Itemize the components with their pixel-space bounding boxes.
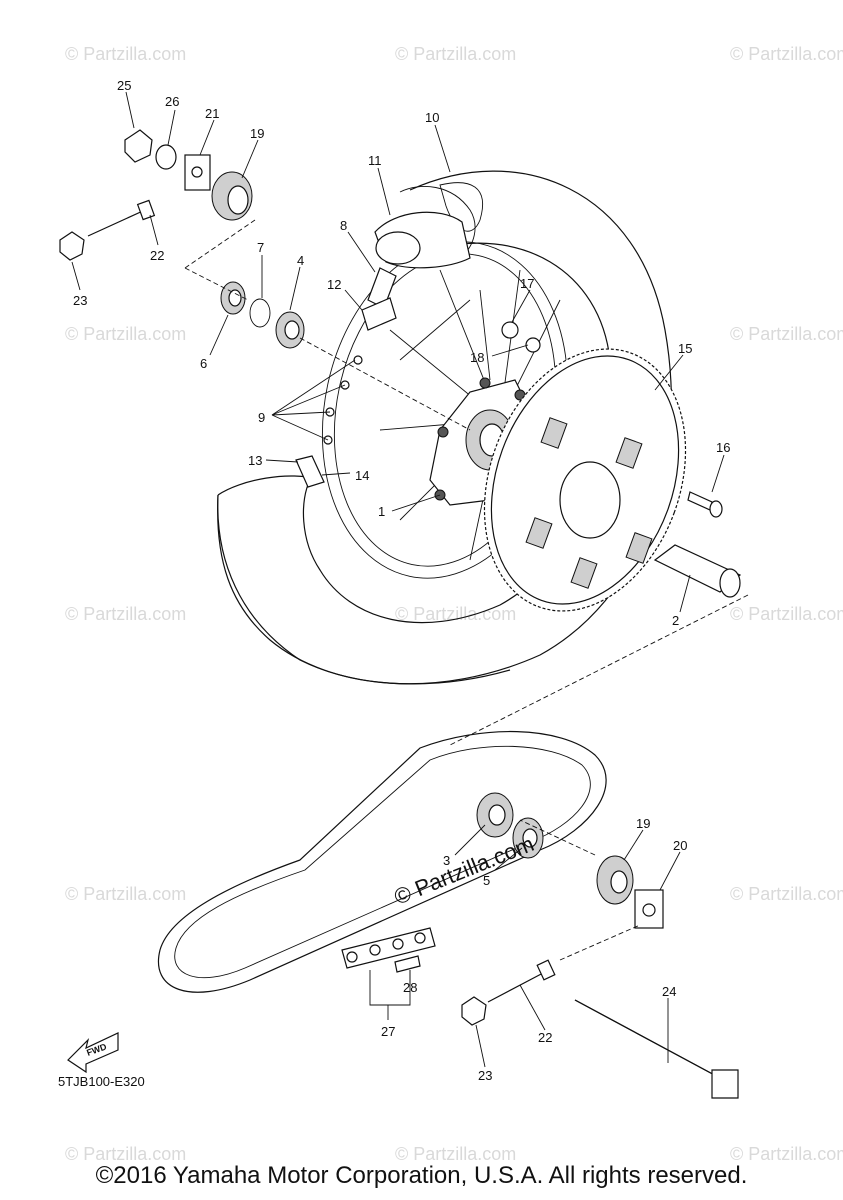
watermark: © Partzilla.com <box>395 604 516 624</box>
watermark: © Partzilla.com <box>65 324 186 344</box>
callout-22: 22 <box>150 248 164 263</box>
callout-19: 19 <box>250 126 264 141</box>
callout-26: 26 <box>165 94 179 109</box>
bearings-seal-upper <box>220 281 305 349</box>
watermark: © Partzilla.com <box>730 1144 843 1164</box>
callout-20: 20 <box>673 838 687 853</box>
tire <box>217 170 672 685</box>
center-watermark: © Partzilla.com <box>391 831 538 910</box>
callout-27: 27 <box>381 1024 395 1039</box>
callout-12: 12 <box>327 277 341 292</box>
callout-24: 24 <box>662 984 676 999</box>
chain-joint-27-28 <box>341 927 436 973</box>
callout-16: 16 <box>716 440 730 455</box>
callout-18: 18 <box>470 350 484 365</box>
callout-8: 8 <box>340 218 347 233</box>
callout-5: 5 <box>483 873 490 888</box>
callout-2: 2 <box>672 613 679 628</box>
watermark: © Partzilla.com <box>395 1144 516 1164</box>
watermark: © Partzilla.com <box>395 44 516 64</box>
callout-7: 7 <box>257 240 264 255</box>
callout-9: 9 <box>258 410 265 425</box>
spoke-nipples-part-9 <box>323 355 363 445</box>
watermark: © Partzilla.com <box>730 884 843 904</box>
callout-4: 4 <box>297 253 304 268</box>
lower-axle-hardware <box>461 959 739 1099</box>
valve-parts-13-14 <box>295 455 325 488</box>
watermark: © Partzilla.com <box>65 604 186 624</box>
callout-28: 28 <box>403 980 417 995</box>
callout-21: 21 <box>205 106 219 121</box>
callout-25: 25 <box>117 78 131 93</box>
rim-lock-part-12 <box>361 297 397 331</box>
callout-23: 23 <box>73 293 87 308</box>
leader-lines-lower <box>369 819 681 1068</box>
callout-23b: 23 <box>478 1068 492 1083</box>
watermark: © Partzilla.com <box>65 884 186 904</box>
watermark: © Partzilla.com <box>65 1144 186 1164</box>
callout-19b: 19 <box>636 816 650 831</box>
watermark: © Partzilla.com <box>730 44 843 64</box>
fwd-arrow: FWD <box>67 1032 119 1074</box>
axle-collar-part-2 <box>653 544 742 598</box>
inner-tube-part-11 <box>374 211 471 269</box>
callout-6: 6 <box>200 356 207 371</box>
leader-lines-upper <box>71 91 749 746</box>
callout-3: 3 <box>443 853 450 868</box>
nut-washer-17-18 <box>501 321 541 353</box>
drive-chain <box>157 731 607 993</box>
watermarks: © Partzilla.com © Partzilla.com © Partzi… <box>65 44 843 1164</box>
callout-1: 1 <box>378 504 385 519</box>
diagram-code: 5TJB100-E320 <box>58 1074 145 1089</box>
watermark: © Partzilla.com <box>730 604 843 624</box>
callout-22b: 22 <box>538 1030 552 1045</box>
bolt-part-16 <box>687 491 723 518</box>
callout-labels: 25 26 21 19 22 23 10 11 8 7 4 6 12 17 18… <box>73 78 730 1083</box>
callout-15: 15 <box>678 341 692 356</box>
watermark: © Partzilla.com <box>65 44 186 64</box>
sprocket-part-15 <box>483 348 687 612</box>
callout-11: 11 <box>368 153 382 168</box>
callout-13: 13 <box>248 453 262 468</box>
watermark: © Partzilla.com <box>730 324 843 344</box>
callout-17: 17 <box>520 276 534 291</box>
copyright-notice: ©2016 Yamaha Motor Corporation, U.S.A. A… <box>95 1162 748 1189</box>
callout-14: 14 <box>355 468 369 483</box>
axle-hardware-upper <box>59 129 253 261</box>
lower-bearings <box>476 792 664 929</box>
callout-10: 10 <box>425 110 439 125</box>
